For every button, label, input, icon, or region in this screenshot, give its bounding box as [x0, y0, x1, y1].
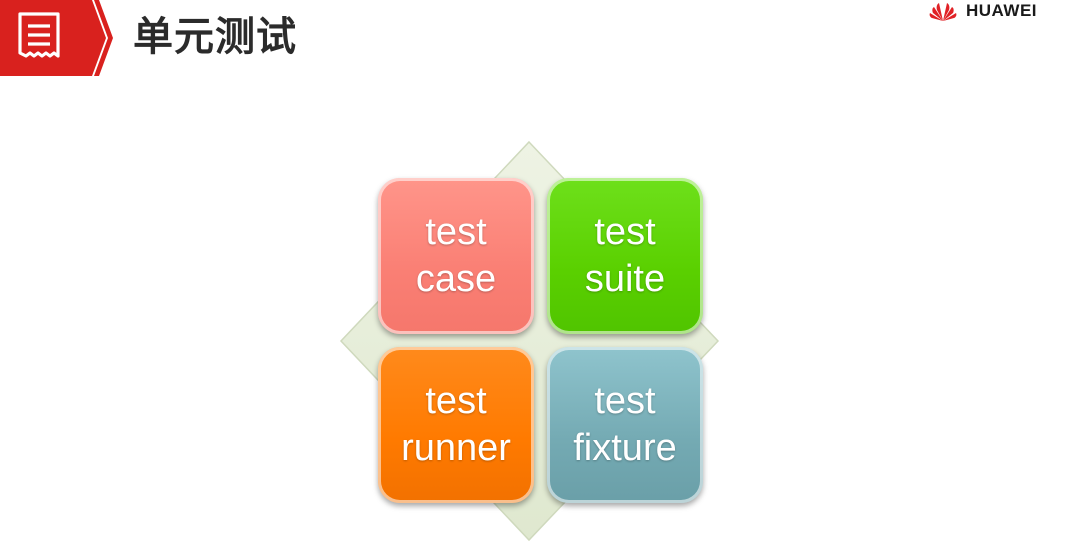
huawei-petal-icon	[929, 3, 957, 21]
tile-label-line1: test	[425, 380, 487, 422]
tile-test-case: test case	[378, 178, 534, 334]
tile-label-line1: test	[594, 211, 656, 253]
tile-test-suite: test suite	[547, 178, 703, 334]
huawei-logo: HUAWEI	[926, 0, 1037, 22]
tile-test-fixture: test fixture	[547, 347, 703, 503]
tile-label-line2: case	[415, 258, 497, 300]
document-list-icon	[18, 12, 60, 58]
tile-label-line2: runner	[401, 427, 511, 469]
tile-label-line2: suite	[584, 258, 666, 300]
logo-text: HUAWEI	[966, 1, 1037, 20]
tile-label-line1: test	[594, 380, 656, 422]
header-banner	[0, 0, 115, 76]
page-title: 单元测试	[133, 14, 297, 60]
tile-test-runner: test runner	[378, 347, 534, 503]
tile-label-line2: fixture	[573, 427, 677, 469]
tile-label-line1: test	[425, 211, 487, 253]
